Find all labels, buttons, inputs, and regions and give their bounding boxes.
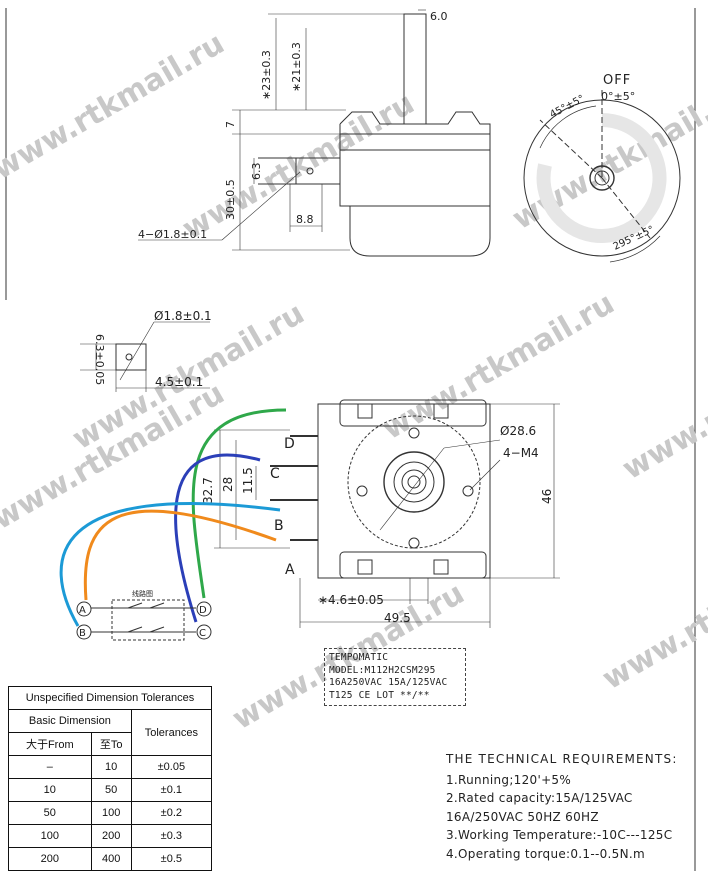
wire-green xyxy=(191,408,287,599)
model-label-line1: TEMPOMATIC xyxy=(329,652,389,663)
col-tolerances: Tolerances xyxy=(130,709,213,756)
dial-off-label: OFF xyxy=(603,73,631,88)
terminal-a-label: A xyxy=(285,562,295,578)
terminal-b-label: B xyxy=(274,518,284,534)
cell-to: 100 xyxy=(90,801,132,825)
cell-to: 200 xyxy=(90,824,132,848)
cell-tol: ±0.3 xyxy=(130,824,213,848)
cell-from: 100 xyxy=(8,824,92,848)
dim-7: 7 xyxy=(224,121,237,128)
wiring-diagram xyxy=(59,408,287,627)
cell-from: – xyxy=(8,755,92,779)
model-label-line2: MODEL:M112H2CSM295 xyxy=(329,664,436,676)
requirements-title: THE TECHNICAL REQUIREMENTS: xyxy=(446,752,678,766)
side-view xyxy=(138,9,491,257)
cell-tol: ±0.2 xyxy=(130,801,213,825)
table-row: 50 100 ±0.2 xyxy=(8,801,213,825)
requirement-item: 4.Operating torque:0.1--0.5N.m xyxy=(446,846,645,861)
requirement-item: 2.Rated capacity:15A/125VAC xyxy=(446,791,633,805)
side-terminal xyxy=(295,157,341,185)
dim-495: 49.5 xyxy=(384,611,411,625)
dim-327: 32.7 xyxy=(201,477,215,504)
node-a-label: A xyxy=(79,605,86,616)
cell-tol: ±0.5 xyxy=(130,847,213,871)
dial-off-tol: 0°±5° xyxy=(601,90,635,103)
node-b-label: B xyxy=(79,628,86,639)
front-view xyxy=(214,399,560,628)
svg-text:www.rtkmail.ru: www.rtkmail.ru xyxy=(617,326,708,487)
dim-28: 28 xyxy=(221,477,235,492)
table-row: 10 50 ±0.1 xyxy=(8,778,213,802)
dim-46b: ∗4.6±0.05 xyxy=(318,593,384,607)
table-row: 100 200 ±0.3 xyxy=(8,824,213,848)
cell-from: 10 xyxy=(8,778,92,802)
cell-from: 200 xyxy=(8,847,92,871)
dim-63: 6.3 xyxy=(250,163,263,181)
wire-orange xyxy=(83,509,277,601)
table-row: – 10 ±0.05 xyxy=(8,755,213,779)
tolerance-table-title: Unspecified Dimension Tolerances xyxy=(8,686,212,710)
node-b xyxy=(76,624,92,640)
svg-text:www.rtkmail.ru: www.rtkmail.ru xyxy=(0,26,230,187)
terminal-d-label: D xyxy=(284,436,295,452)
requirement-item: 3.Working Temperature:-10C---125C xyxy=(446,828,673,842)
node-c xyxy=(196,624,212,640)
model-label-line3: 16A250VAC 15A/125VAC xyxy=(329,677,448,688)
dim-46: 46 xyxy=(540,489,554,504)
col-to: 至To xyxy=(90,732,132,756)
wiring-switch xyxy=(86,599,196,641)
dim-shaft-width: 6.0 xyxy=(430,10,448,23)
cell-from: 50 xyxy=(8,801,92,825)
col-basic-dimension: Basic Dimension xyxy=(8,709,132,733)
dim-hole-detail: Ø1.8±0.1 xyxy=(154,309,212,323)
knob-base xyxy=(349,206,491,257)
dial-view xyxy=(523,90,681,263)
svg-text:www.rtkmail.ru: www.rtkmail.ru xyxy=(597,536,708,697)
technical-requirements: THE TECHNICAL REQUIREMENTS: 1.Running;12… xyxy=(446,750,696,863)
dim-45-detail: 4.5±0.1 xyxy=(155,375,203,389)
dim-m4: 4−M4 xyxy=(503,446,539,460)
wire-cyan xyxy=(59,502,281,627)
cell-tol: ±0.1 xyxy=(130,778,213,802)
dim-21: ∗21±0.3 xyxy=(290,42,303,92)
node-d xyxy=(196,601,212,617)
cell-to: 50 xyxy=(90,778,132,802)
node-a xyxy=(76,601,92,617)
dim-115: 11.5 xyxy=(241,467,255,494)
terminal-detail xyxy=(80,321,210,392)
node-c-label: C xyxy=(199,628,206,639)
cell-to: 400 xyxy=(90,847,132,871)
table-row: 200 400 ±0.5 xyxy=(8,847,213,871)
node-d-label: D xyxy=(199,605,207,616)
cell-tol: ±0.05 xyxy=(130,755,213,779)
dim-23: ∗23±0.3 xyxy=(260,50,273,100)
wire-blue xyxy=(174,453,261,623)
col-from: 大于From xyxy=(8,732,92,756)
dim-286: Ø28.6 xyxy=(500,424,536,438)
requirement-item: 1.Running;120'+5% xyxy=(446,772,572,787)
svg-text:www.rtkmail.ru: www.rtkmail.ru xyxy=(377,286,621,447)
model-label: TEMPOMATIC MODEL:M112H2CSM295 16A250VAC … xyxy=(324,648,466,706)
dim-63-detail: 6.3±0.05 xyxy=(93,334,106,385)
dim-88: 8.8 xyxy=(296,213,314,226)
terminal-tab xyxy=(115,343,147,371)
tolerance-table: Unspecified Dimension Tolerances Basic D… xyxy=(8,686,213,871)
requirement-item: 16A/250VAC 50HZ 60HZ xyxy=(446,809,599,824)
front-hub xyxy=(383,451,445,513)
switch-caption: 线路图 xyxy=(132,589,153,598)
cell-to: 10 xyxy=(90,755,132,779)
model-label-line4: T125 CE LOT **/** xyxy=(329,689,430,701)
terminal-c-label: C xyxy=(270,466,280,482)
dim-30: 30±0.5 xyxy=(224,179,237,220)
wiring-nodes xyxy=(76,601,212,640)
dim-hole-top: 4−Ø1.8±0.1 xyxy=(138,228,207,241)
